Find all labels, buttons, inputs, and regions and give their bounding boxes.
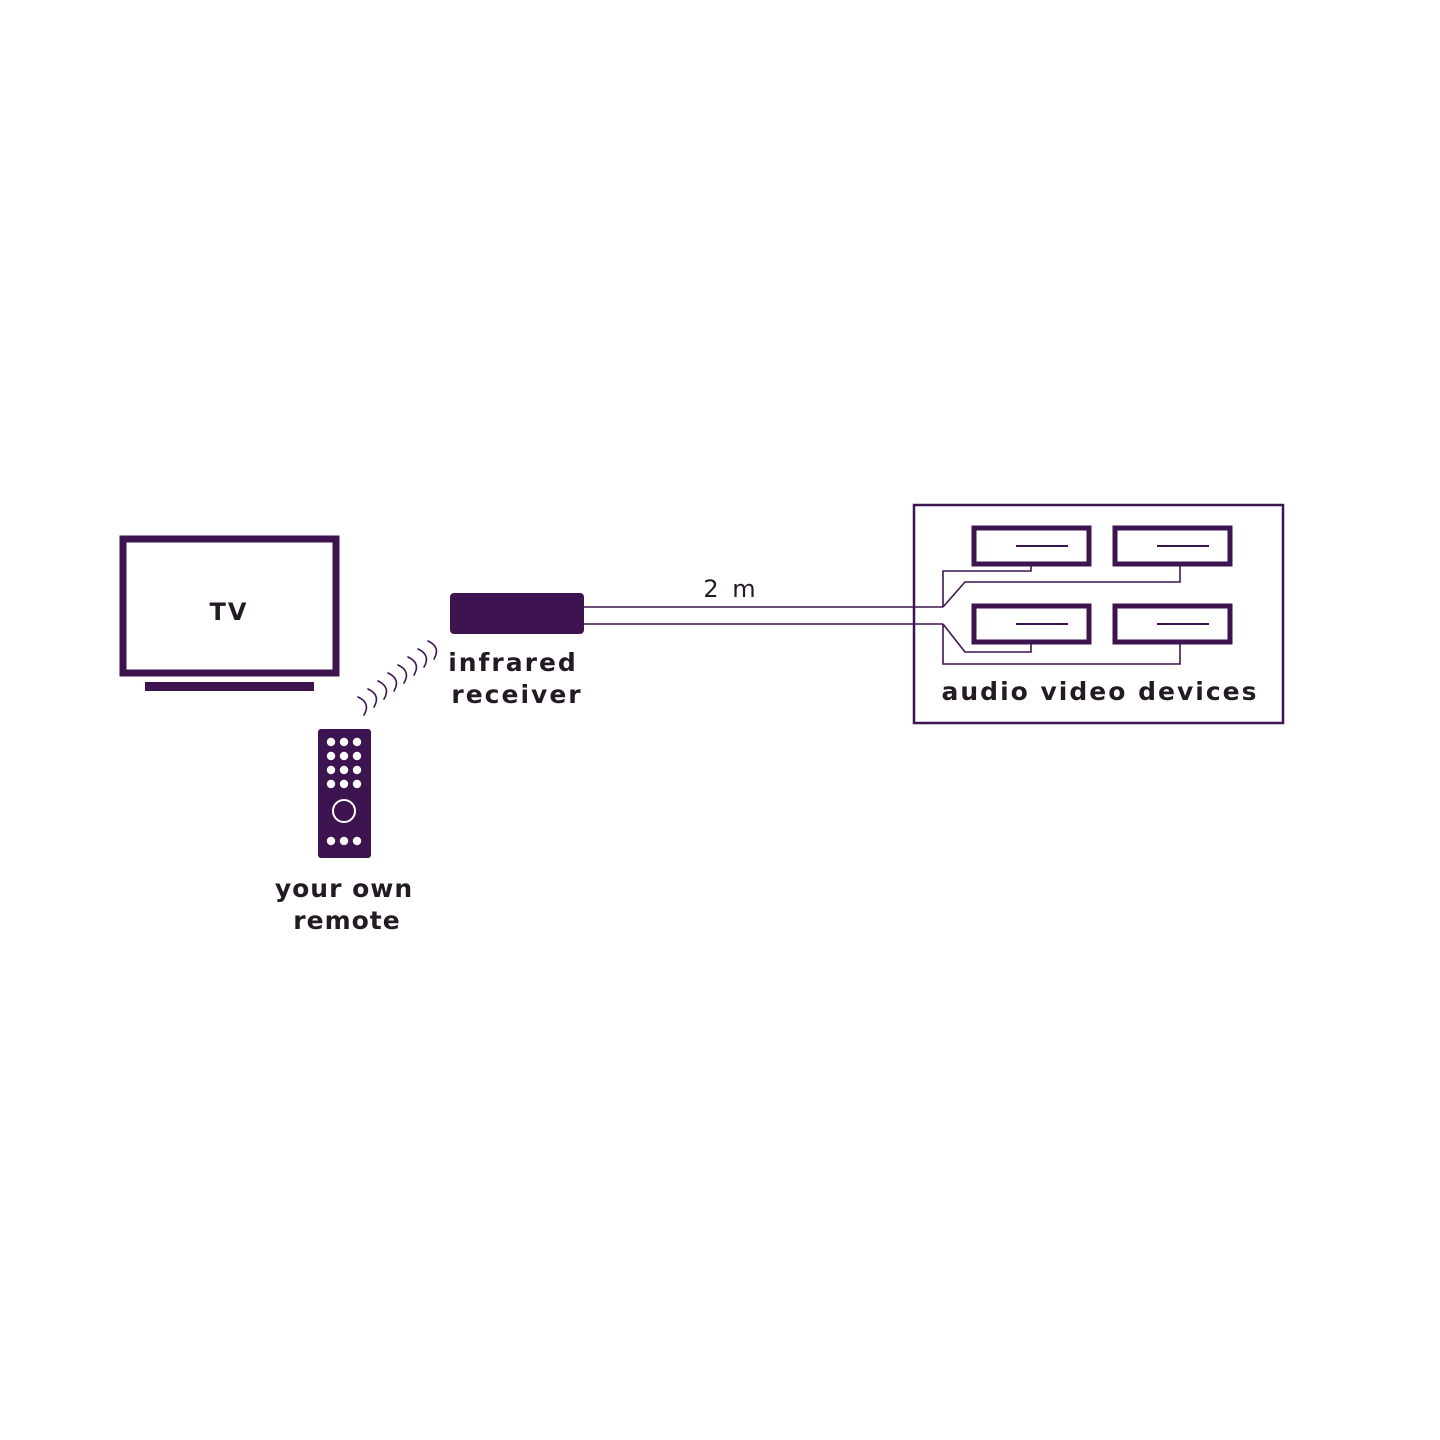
av-device-icon [1112,525,1233,567]
devices-box [912,503,1285,725]
infrared-receiver-icon [450,593,584,634]
tv-label: TV [210,598,249,626]
remote-label-line1: your own [275,874,413,903]
cable-length-label: 2 m [703,575,758,603]
receiver-label-line2: receiver [451,680,582,709]
cable [584,606,914,625]
av-device-icon [1112,603,1233,645]
infrared-waves-icon [357,640,438,716]
devices-label: audio video devices [942,677,1259,706]
remote-control-icon [318,729,371,858]
remote-label-line2: remote [293,906,400,935]
cable-branches [914,566,1181,665]
receiver-label-line1: infrared [448,648,578,677]
av-device-icon [971,525,1092,567]
tv-icon [119,535,340,691]
av-device-icon [971,603,1092,645]
